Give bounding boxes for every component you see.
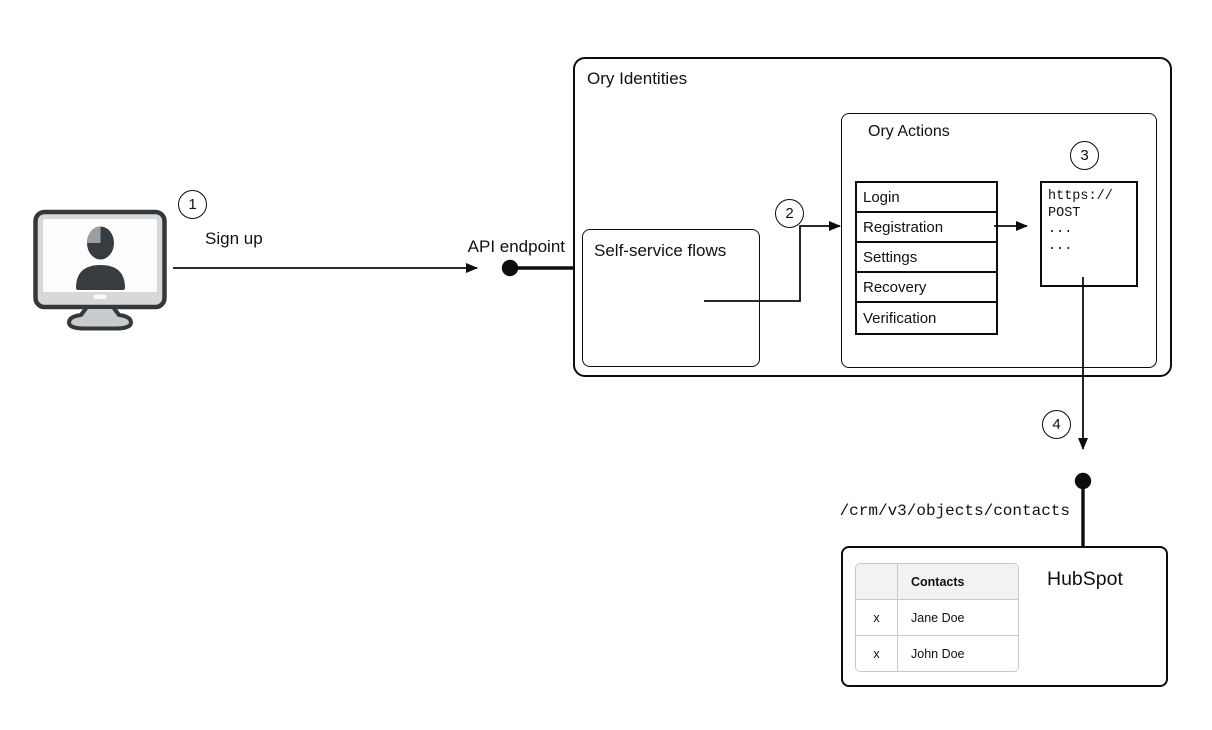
ory-identities-title: Ory Identities — [587, 69, 688, 88]
api-endpoint-label: API endpoint — [467, 237, 565, 256]
user-silhouette-shoulders — [76, 265, 125, 290]
flow-row-verification: Verification — [863, 309, 937, 327]
webhook-request-box: https:// POST ... ... — [1040, 181, 1138, 287]
contact-name-cell: Jane Doe — [911, 610, 965, 625]
contacts-table-header-label: Contacts — [911, 574, 965, 589]
hubspot-title: HubSpot — [1047, 568, 1123, 590]
code-line: ... — [1048, 238, 1073, 254]
ory-actions-title: Ory Actions — [868, 123, 950, 140]
step-number: 3 — [1080, 147, 1089, 164]
flow-row-settings: Settings — [857, 243, 996, 273]
step-number: 2 — [785, 205, 794, 222]
ory-actions-box — [841, 113, 1157, 368]
contacts-table-header-empty — [856, 564, 898, 599]
hubspot-endpoint-dot — [1074, 472, 1092, 490]
flow-row-recovery: Recovery — [857, 273, 996, 303]
step-badge-1: 1 — [178, 190, 207, 219]
step-badge-3: 3 — [1070, 141, 1099, 170]
api-endpoint-dot — [501, 259, 519, 277]
contacts-table-header-row: Contacts — [856, 564, 1018, 600]
step-number: 1 — [188, 196, 197, 213]
code-line: https:// — [1048, 189, 1113, 204]
hubspot-box — [841, 546, 1168, 687]
self-service-flows-title: Self-service flows — [594, 241, 727, 260]
ory-identities-box — [573, 57, 1172, 377]
contact-action-cell: x — [856, 600, 898, 635]
step-number: 4 — [1052, 416, 1061, 433]
user-silhouette-highlight — [87, 226, 101, 243]
sign-up-label: Sign up — [205, 229, 263, 248]
flow-list: Login Registration Settings Recovery Ver… — [855, 181, 998, 335]
contacts-table-row: x John Doe — [856, 636, 1018, 671]
step-badge-4: 4 — [1042, 410, 1071, 439]
flow-row-login: Login — [857, 183, 996, 213]
contact-action-cell: x — [856, 636, 898, 671]
code-line: ... — [1048, 222, 1073, 237]
contacts-table: Contacts x Jane Doe x John Doe — [855, 563, 1019, 672]
monitor-button — [93, 294, 107, 299]
contacts-table-row: x Jane Doe — [856, 600, 1018, 636]
monitor-stand — [67, 305, 133, 331]
crm-path-label: /crm/v3/objects/contacts — [839, 502, 1070, 520]
flow-row-registration: Registration — [857, 213, 996, 243]
user-desktop-icon — [30, 204, 170, 336]
step-badge-2: 2 — [775, 199, 804, 228]
contact-name-cell: John Doe — [911, 646, 965, 661]
code-line: POST — [1048, 205, 1081, 221]
